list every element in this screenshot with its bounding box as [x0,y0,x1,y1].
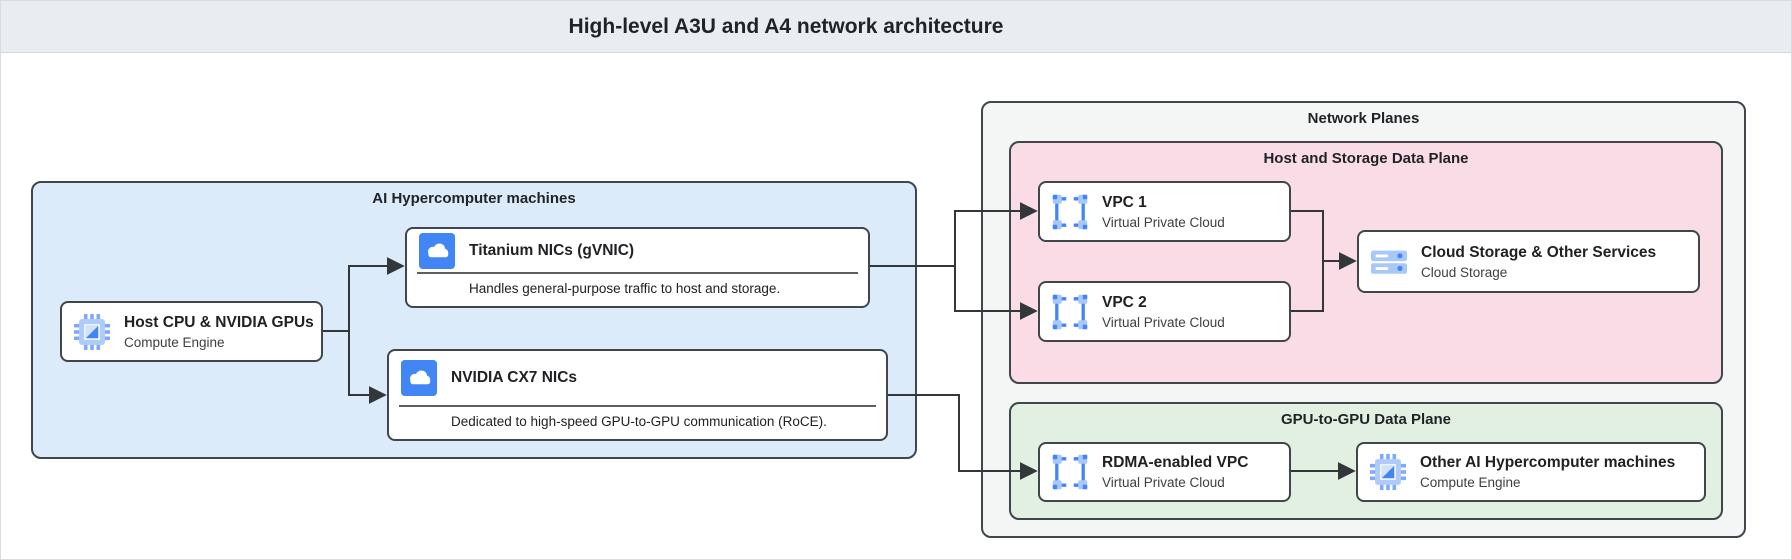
group-label: GPU-to-GPU Data Plane [1280,411,1452,428]
divider [399,405,876,407]
node-title: Cloud Storage & Other Services [1421,243,1657,261]
node-titanium-nics: Titanium NICs (gVNIC) Handles general-pu… [405,227,870,308]
group-label: Network Planes [1307,110,1420,127]
node-vpc-1: VPC 1 Virtual Private Cloud [1038,181,1291,242]
node-rdma-vpc: RDMA-enabled VPC Virtual Private Cloud [1038,442,1291,502]
node-subtitle: Virtual Private Cloud [1102,475,1225,490]
node-description: Handles general-purpose traffic to host … [469,281,781,296]
node-cloud-storage: Cloud Storage & Other Services Cloud Sto… [1357,230,1700,293]
node-subtitle: Compute Engine [1420,475,1521,490]
node-other-machines: Other AI Hypercomputer machines Compute … [1356,442,1706,502]
group-label: AI Hypercomputer machines [372,190,576,207]
node-title: VPC 2 [1102,293,1147,311]
compute-engine-icon [1370,454,1406,490]
node-title: Other AI Hypercomputer machines [1420,454,1676,471]
node-title: NVIDIA CX7 NICs [451,369,578,386]
node-title: Host CPU & NVIDIA GPUs [124,313,314,331]
node-nvidia-cx7-nics: NVIDIA CX7 NICs Dedicated to high-speed … [387,349,888,441]
node-title: Titanium NICs (gVNIC) [469,241,635,259]
vpc-icon [1052,454,1088,490]
vpc-icon [1052,194,1088,229]
cloud-nic-icon [419,232,455,269]
node-subtitle: Cloud Storage [1421,264,1508,280]
diagram-title-bar: High-level A3U and A4 network architectu… [1,1,1791,53]
node-title: RDMA-enabled VPC [1102,454,1249,471]
node-subtitle: Compute Engine [124,334,225,350]
page-title: High-level A3U and A4 network architectu… [568,14,1004,38]
node-description: Dedicated to high-speed GPU-to-GPU commu… [451,414,827,429]
cloud-storage-icon [1371,250,1407,274]
node-subtitle: Virtual Private Cloud [1102,314,1225,330]
node-title: VPC 1 [1102,193,1147,211]
node-host-cpu: Host CPU & NVIDIA GPUs Compute Engine [60,301,323,362]
compute-engine-icon [74,313,110,350]
divider [417,272,858,274]
node-vpc-2: VPC 2 Virtual Private Cloud [1038,281,1291,342]
group-label: Host and Storage Data Plane [1263,150,1469,167]
vpc-icon [1052,294,1088,329]
cloud-nic-icon [401,360,437,396]
node-subtitle: Virtual Private Cloud [1102,214,1225,230]
